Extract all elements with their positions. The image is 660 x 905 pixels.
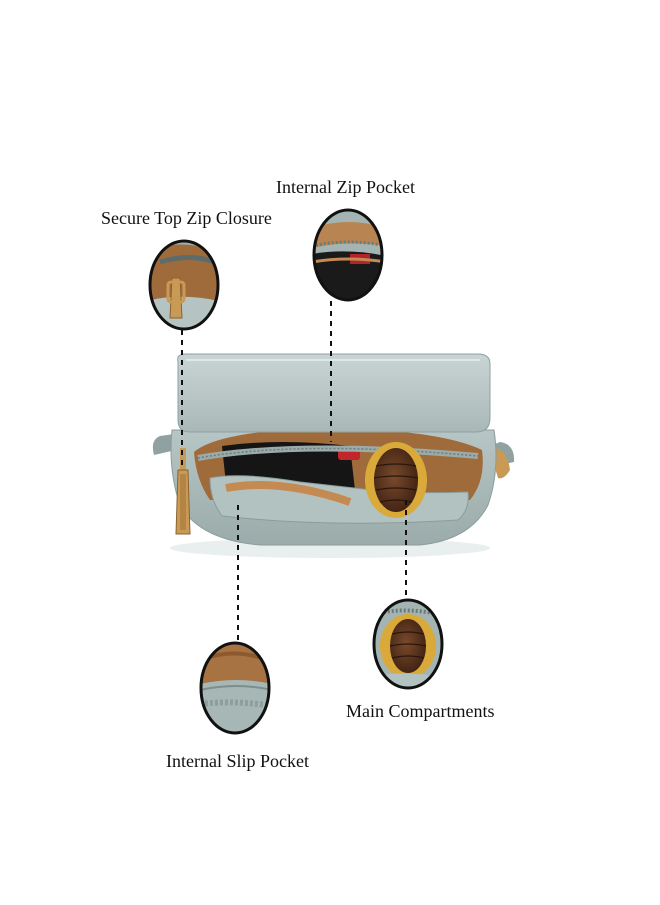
callout-slip-pocket-circle [199,641,271,735]
bag-flap [177,353,491,433]
strap-ring-right [492,448,510,479]
callout-main-compartments-circle [372,598,444,690]
wooden-orb [365,442,427,518]
label-internal-slip-pocket: Internal Slip Pocket [166,751,309,771]
interior-zip-teeth [197,447,479,459]
callout-internal-zip-circle [312,208,384,302]
label-main-compartments: Main Compartments [346,701,495,721]
label-secure-top-zip: Secure Top Zip Closure [101,208,272,228]
strap-tab-left [152,434,176,455]
callout-top-zip-circle [148,239,220,331]
leader-lines [181,301,407,642]
bag-main [152,353,515,558]
slip-pocket-lining-fold [225,481,352,506]
label-internal-zip-pocket: Internal Zip Pocket [276,177,415,197]
